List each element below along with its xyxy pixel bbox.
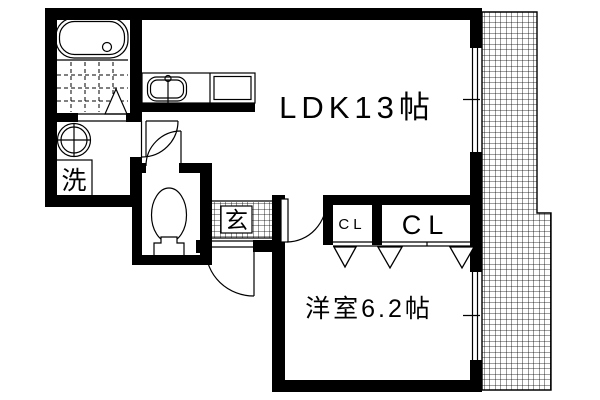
walls [45, 8, 482, 392]
kitchen-counter [141, 72, 256, 104]
closet-front-lines [333, 241, 470, 247]
closet-small-label: CL [338, 216, 365, 233]
western-room-door-arc [280, 198, 328, 243]
kitchen-sink-icon [146, 74, 188, 103]
western-room-label: 洋室6.2帖 [305, 295, 433, 323]
toilet-door-arc [145, 130, 182, 167]
laundry-label: 洗 [61, 167, 86, 195]
washing-machine-space: 洗 [55, 159, 93, 197]
ldk-label: LDK13帖 [279, 90, 435, 125]
sliding-window-ldk [463, 48, 480, 152]
sliding-window-western-room [463, 272, 480, 360]
entrance-door-arc [205, 240, 255, 297]
toilet-icon [150, 187, 188, 255]
closet-large-label: CL [402, 210, 451, 240]
washbasin-icon [56, 122, 92, 158]
entrance-label: 玄 [225, 207, 248, 233]
bathtub-icon [55, 17, 129, 59]
entrance-hall: 玄 [212, 200, 272, 239]
closet-fold-marks [332, 246, 476, 270]
bathroom-door-triangle [78, 87, 128, 122]
washroom-door-arc [140, 120, 179, 158]
